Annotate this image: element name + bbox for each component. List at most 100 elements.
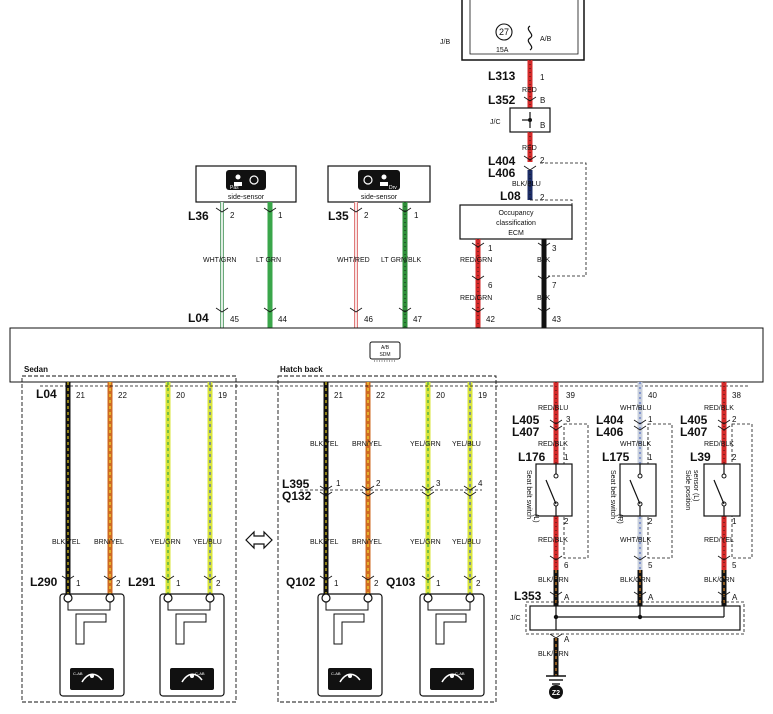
- wire-color-hatch-6: BRN/YEL: [352, 539, 382, 546]
- wire-color-gnd-1: BLK/ORN: [538, 577, 569, 584]
- conn-l406-r: L406: [596, 425, 624, 439]
- wire-color-gnd-2: BLK/ORN: [620, 577, 651, 584]
- wire-color-ecm-6: RED/GRN: [460, 295, 492, 302]
- wire-color-whtgrn: WHT/GRN: [203, 257, 236, 264]
- pin-q103-2: 2: [476, 579, 481, 588]
- pin-q132-3: 3: [436, 479, 441, 488]
- pin-sdm-47: 47: [413, 315, 422, 324]
- pin-ecm-6: 6: [488, 281, 493, 290]
- pin-right-38: 38: [732, 391, 741, 400]
- wire-color-gnd-out: BLK/ORN: [538, 651, 569, 658]
- pin-sedan-20: 20: [176, 391, 185, 400]
- airbag-icon: [328, 668, 372, 690]
- conn-l404-top: L404: [488, 154, 516, 168]
- wire-color-hatch-8: YEL/BLU: [452, 539, 481, 546]
- hatchback-section: Hatch back 21 22 20 19 BLK/YEL BRN/YEL Y…: [277, 365, 497, 703]
- wire-color-right-4: RED/BLK: [538, 441, 568, 448]
- wire-color-blkblu: BLK/BLU: [512, 181, 541, 188]
- conn-q103: Q103: [386, 575, 416, 589]
- pin-sdm-42: 42: [486, 315, 495, 324]
- pin-l175-bottom: 2: [648, 517, 653, 526]
- wire-color-gnd-3: BLK/ORN: [704, 577, 735, 584]
- pin-q102-2: 2: [374, 579, 379, 588]
- sdm-line1: A/B: [381, 345, 390, 351]
- side-position-sensor: Side position sensor (L): [684, 463, 741, 517]
- pin-l36-2: 2: [230, 211, 235, 220]
- jc-top-label: J/C: [490, 119, 501, 126]
- ecm-line3: ECM: [508, 230, 524, 237]
- wire-color-ltgrn: LT GRN: [256, 257, 281, 264]
- pin-jc-top: B: [540, 121, 545, 130]
- right-section: 39 40 38 RED/BLU WHT/BLU RED/BLK L405 L4…: [500, 382, 753, 699]
- passenger-icon-text: Pas: [230, 185, 239, 191]
- wire-color-sedan-4: YEL/BLU: [193, 539, 222, 546]
- pin-sdm-46: 46: [364, 315, 373, 324]
- conn-l405-a: L405: [512, 413, 540, 427]
- ground-icon: Z2: [546, 675, 566, 699]
- pin-l176-bottom: 2: [564, 517, 569, 526]
- sdm-connector-row: L04 45 44 46 47 42 43: [188, 307, 561, 325]
- switch-left-label1: Seat belt switch: [525, 470, 532, 519]
- sdm-line2: SDM: [379, 352, 390, 358]
- pin-l35-2: 2: [364, 211, 369, 220]
- pin-sdm-43: 43: [552, 315, 561, 324]
- conn-l406-top: L406: [488, 166, 516, 180]
- pin-l291-1: 1: [176, 579, 181, 588]
- wire-color-right-5: WHT/BLK: [620, 441, 651, 448]
- pin-hatch-19: 19: [478, 391, 487, 400]
- pin-right-39: 39: [566, 391, 575, 400]
- fuse-number: 27: [499, 27, 509, 37]
- airbag-icon: [70, 668, 114, 690]
- airbag-icon: [170, 668, 214, 690]
- conn-l176: L176: [518, 450, 546, 464]
- fuse-icon: [527, 25, 533, 51]
- wire-color-right-6: RED/BLK: [704, 441, 734, 448]
- conn-l353: L353: [514, 589, 542, 603]
- pin-l405-a: 3: [566, 415, 571, 424]
- driver-icon-text: Drv: [389, 185, 397, 191]
- conn-q132: Q132: [282, 489, 312, 503]
- conn-l352: L352: [488, 93, 516, 107]
- sedan-module-2-text: C-AB: [195, 671, 205, 676]
- wire-color-sedan-2: BRN/YEL: [94, 539, 124, 546]
- wire-color-sedan-3: YEL/GRN: [150, 539, 181, 546]
- pin-jc-out: A: [564, 635, 570, 644]
- wire-color-right-8: WHT/BLK: [620, 537, 651, 544]
- sdm-module: A/B SDM: [9, 327, 764, 383]
- position-sensor-label2: sensor (L): [692, 470, 699, 502]
- conn-l04-sdm: L04: [188, 311, 209, 325]
- pin-jc-a1: A: [564, 593, 570, 602]
- jb-label: J/B: [440, 39, 450, 46]
- wire-color-ecm-7: BLK: [537, 295, 551, 302]
- pin-right-6: 6: [564, 561, 569, 570]
- wire-color-whtred: WHT/RED: [337, 257, 370, 264]
- ecm-line2: classification: [496, 220, 536, 227]
- conn-l407-a: L407: [512, 425, 540, 439]
- joint-connector-top: J/C B: [490, 107, 551, 133]
- wire-color-red-1: RED: [522, 87, 537, 94]
- wire-color-hatch-4: YEL/BLU: [452, 441, 481, 448]
- pin-l290-1: 1: [76, 579, 81, 588]
- pin-ecm-3: 3: [552, 244, 557, 253]
- pin-hatch-21: 21: [334, 391, 343, 400]
- hatch-inflator-2: C-AB: [419, 593, 485, 697]
- pin-sdm-44: 44: [278, 315, 287, 324]
- switch-right-label1: Seat belt switch: [609, 470, 616, 519]
- wire-color-right-2: WHT/BLU: [620, 405, 652, 412]
- conn-l35: L35: [328, 209, 349, 223]
- sedan-title: Sedan: [24, 365, 48, 374]
- wire-color-ecm-3: BLK: [537, 257, 551, 264]
- conn-l404-r: L404: [596, 413, 624, 427]
- wire-color-red-2: RED: [522, 145, 537, 152]
- wire-color-right-7: RED/BLK: [538, 537, 568, 544]
- pin-right-5b: 5: [732, 561, 737, 570]
- pin-sedan-19: 19: [218, 391, 227, 400]
- ground-number: Z2: [552, 690, 560, 697]
- pin-l313: 1: [540, 73, 545, 82]
- pin-l404-top: 2: [540, 156, 545, 165]
- pin-hatch-20: 20: [436, 391, 445, 400]
- wire-color-ecm-1: RED/GRN: [460, 257, 492, 264]
- pin-hatch-22: 22: [376, 391, 385, 400]
- conn-l39: L39: [690, 450, 711, 464]
- wire-color-hatch-7: YEL/GRN: [410, 539, 441, 546]
